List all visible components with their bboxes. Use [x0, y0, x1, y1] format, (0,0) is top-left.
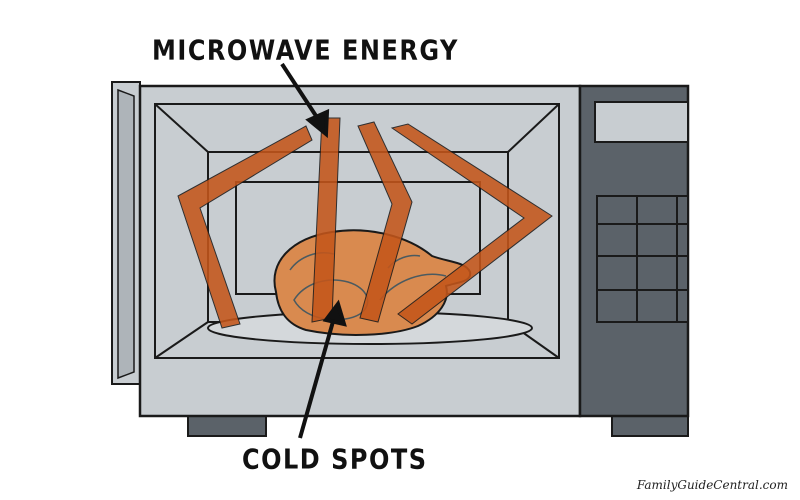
keypad [596, 195, 689, 323]
cold-spots-label: COLD SPOTS [242, 443, 428, 476]
watermark-text: FamilyGuideCentral.com [636, 478, 788, 492]
energy-arrow [280, 62, 330, 139]
microwave-foot-right [611, 413, 689, 437]
cold-spots-arrow [298, 299, 347, 439]
energy-wave-3 [357, 121, 413, 323]
display-window [594, 101, 689, 143]
microwave-foot-left [187, 413, 267, 437]
microwave-energy-label: MICROWAVE ENERGY [152, 34, 459, 67]
energy-wave-1 [177, 125, 313, 329]
energy-wave-4 [390, 123, 553, 325]
microwave-energy-waves [177, 117, 553, 329]
